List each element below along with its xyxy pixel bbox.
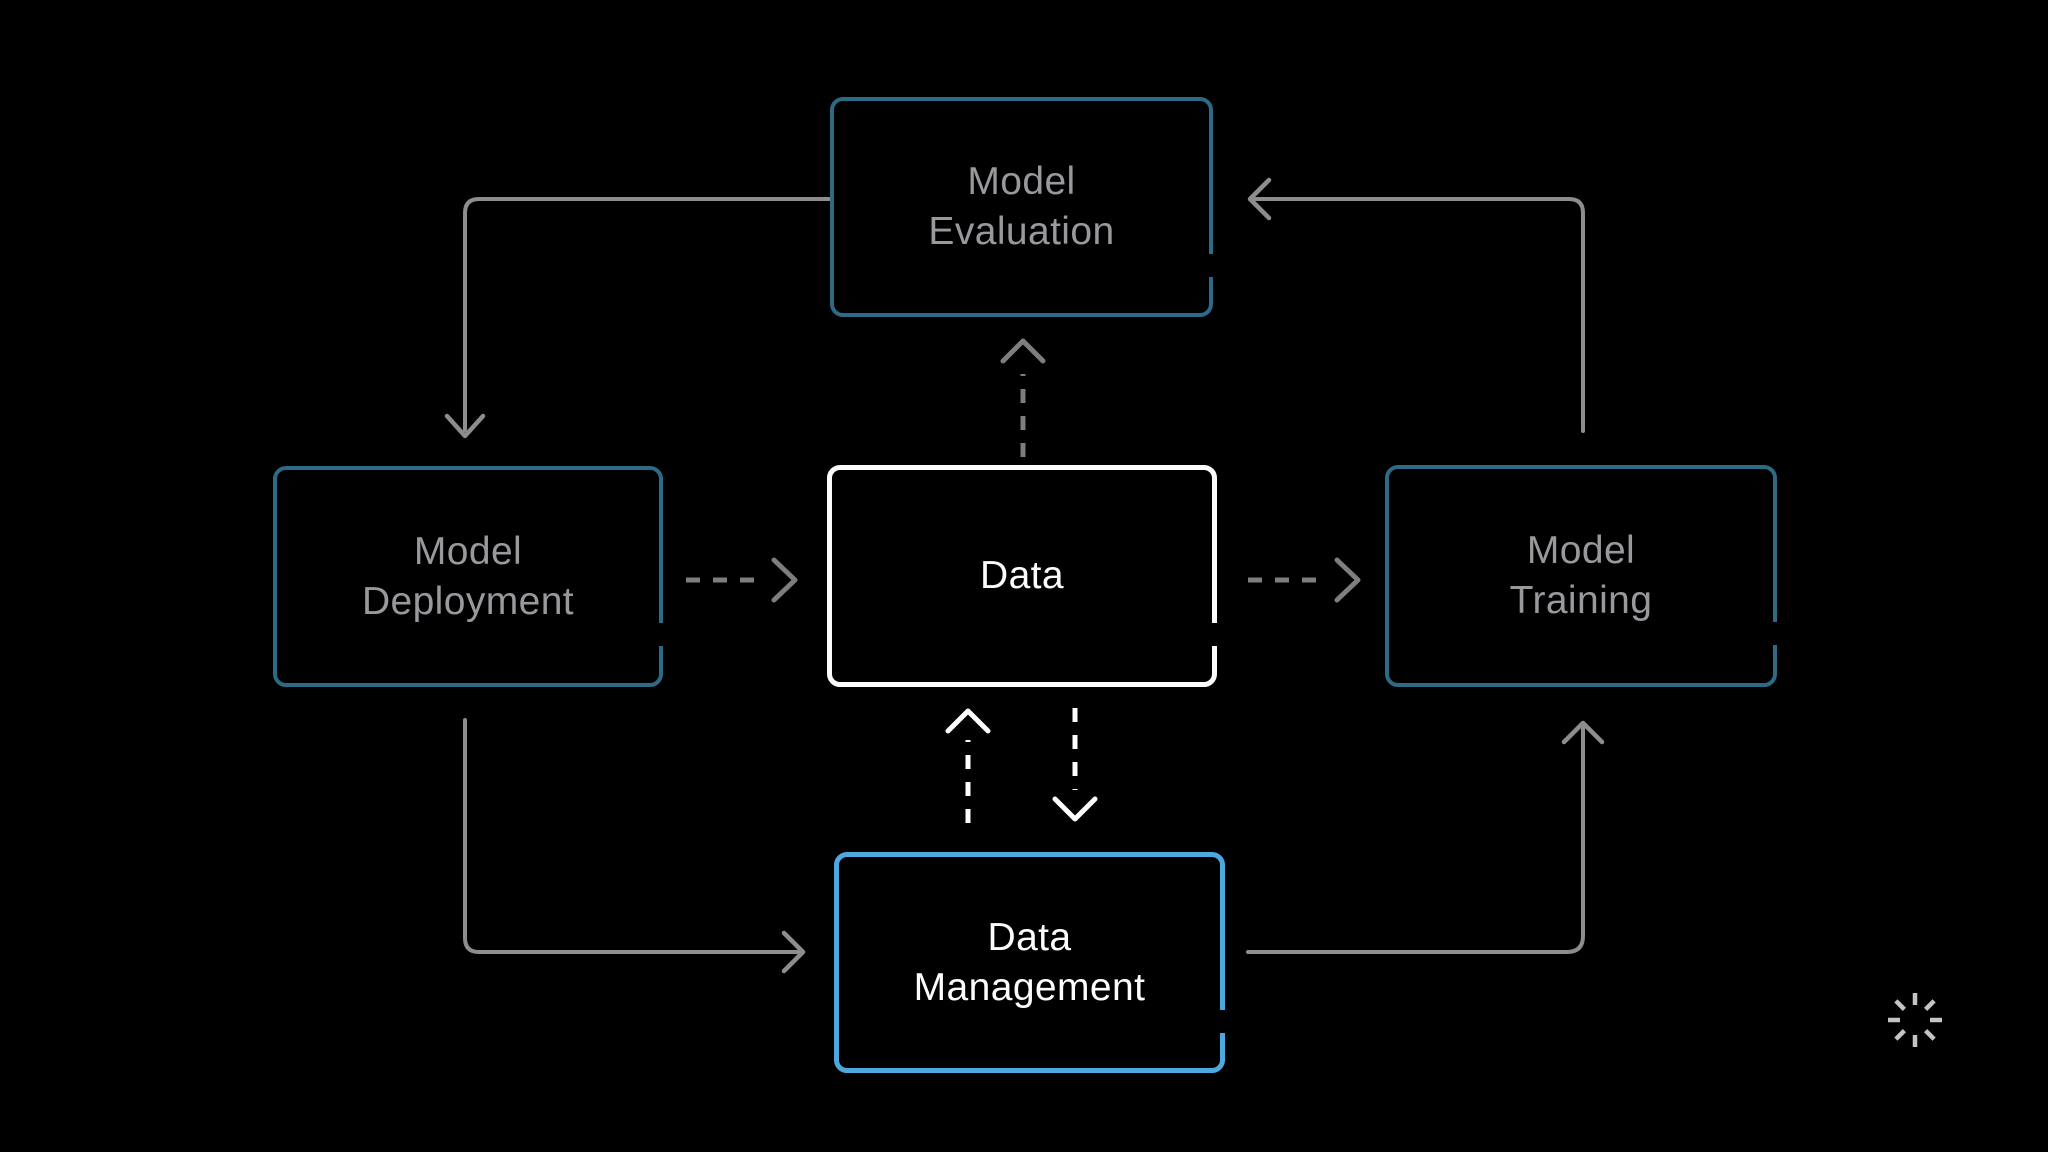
border-gap [1210,623,1219,646]
arrowhead-right-icon [771,557,798,603]
arrow-line [1246,726,1585,954]
node-label: Model Evaluation [928,160,1115,253]
dashed-arrow-data-management-to-data [945,708,991,823]
arrowhead-up-icon [945,708,991,734]
node-data-management: Data Management [834,852,1227,1073]
node-model-evaluation: Model Evaluation [830,97,1216,317]
arrowhead-up-icon [1000,338,1046,364]
dashed-arrow-deployment-to-data [686,557,798,603]
node-label: Data [980,554,1064,598]
border-gap [1218,1010,1227,1033]
node-data: Data [827,465,1219,687]
arrowhead-right-icon [1334,557,1361,603]
arrowhead-down-icon [1052,796,1098,822]
spinner-tick [1894,999,1906,1011]
dashed-arrow-data-to-data-management [1052,708,1098,822]
arrow-training-to-evaluation [1247,177,1585,433]
arrow-data-management-to-training [1246,720,1605,954]
spinner-tick [1894,1029,1906,1041]
node-model-deployment: Model Deployment [273,466,666,687]
arrow-deployment-to-data-management [463,718,806,974]
node-model-training: Model Training [1385,465,1780,687]
dashed-arrow-data-to-training [1248,557,1361,603]
arrow-line [1252,197,1585,433]
arrowhead-left-icon [1247,177,1272,221]
arrow-line [463,197,832,432]
spinner-tick [1924,1029,1936,1041]
node-label: Model Training [1509,529,1653,622]
arrowhead-right-icon [781,930,806,974]
arrow-evaluation-to-deployment [444,197,832,439]
arrowhead-up-icon [1561,720,1605,745]
arrowhead-down-icon [444,413,486,439]
border-gap [1771,622,1780,645]
node-label: Data Management [913,915,1146,1009]
node-label: Model Deployment [361,529,575,623]
border-gap [657,623,666,646]
loading-spinner-icon [1888,993,1942,1047]
arrow-line [463,718,800,954]
border-gap [1207,254,1216,277]
dashed-arrow-data-to-evaluation [1000,338,1046,457]
spinner-tick [1924,999,1936,1011]
